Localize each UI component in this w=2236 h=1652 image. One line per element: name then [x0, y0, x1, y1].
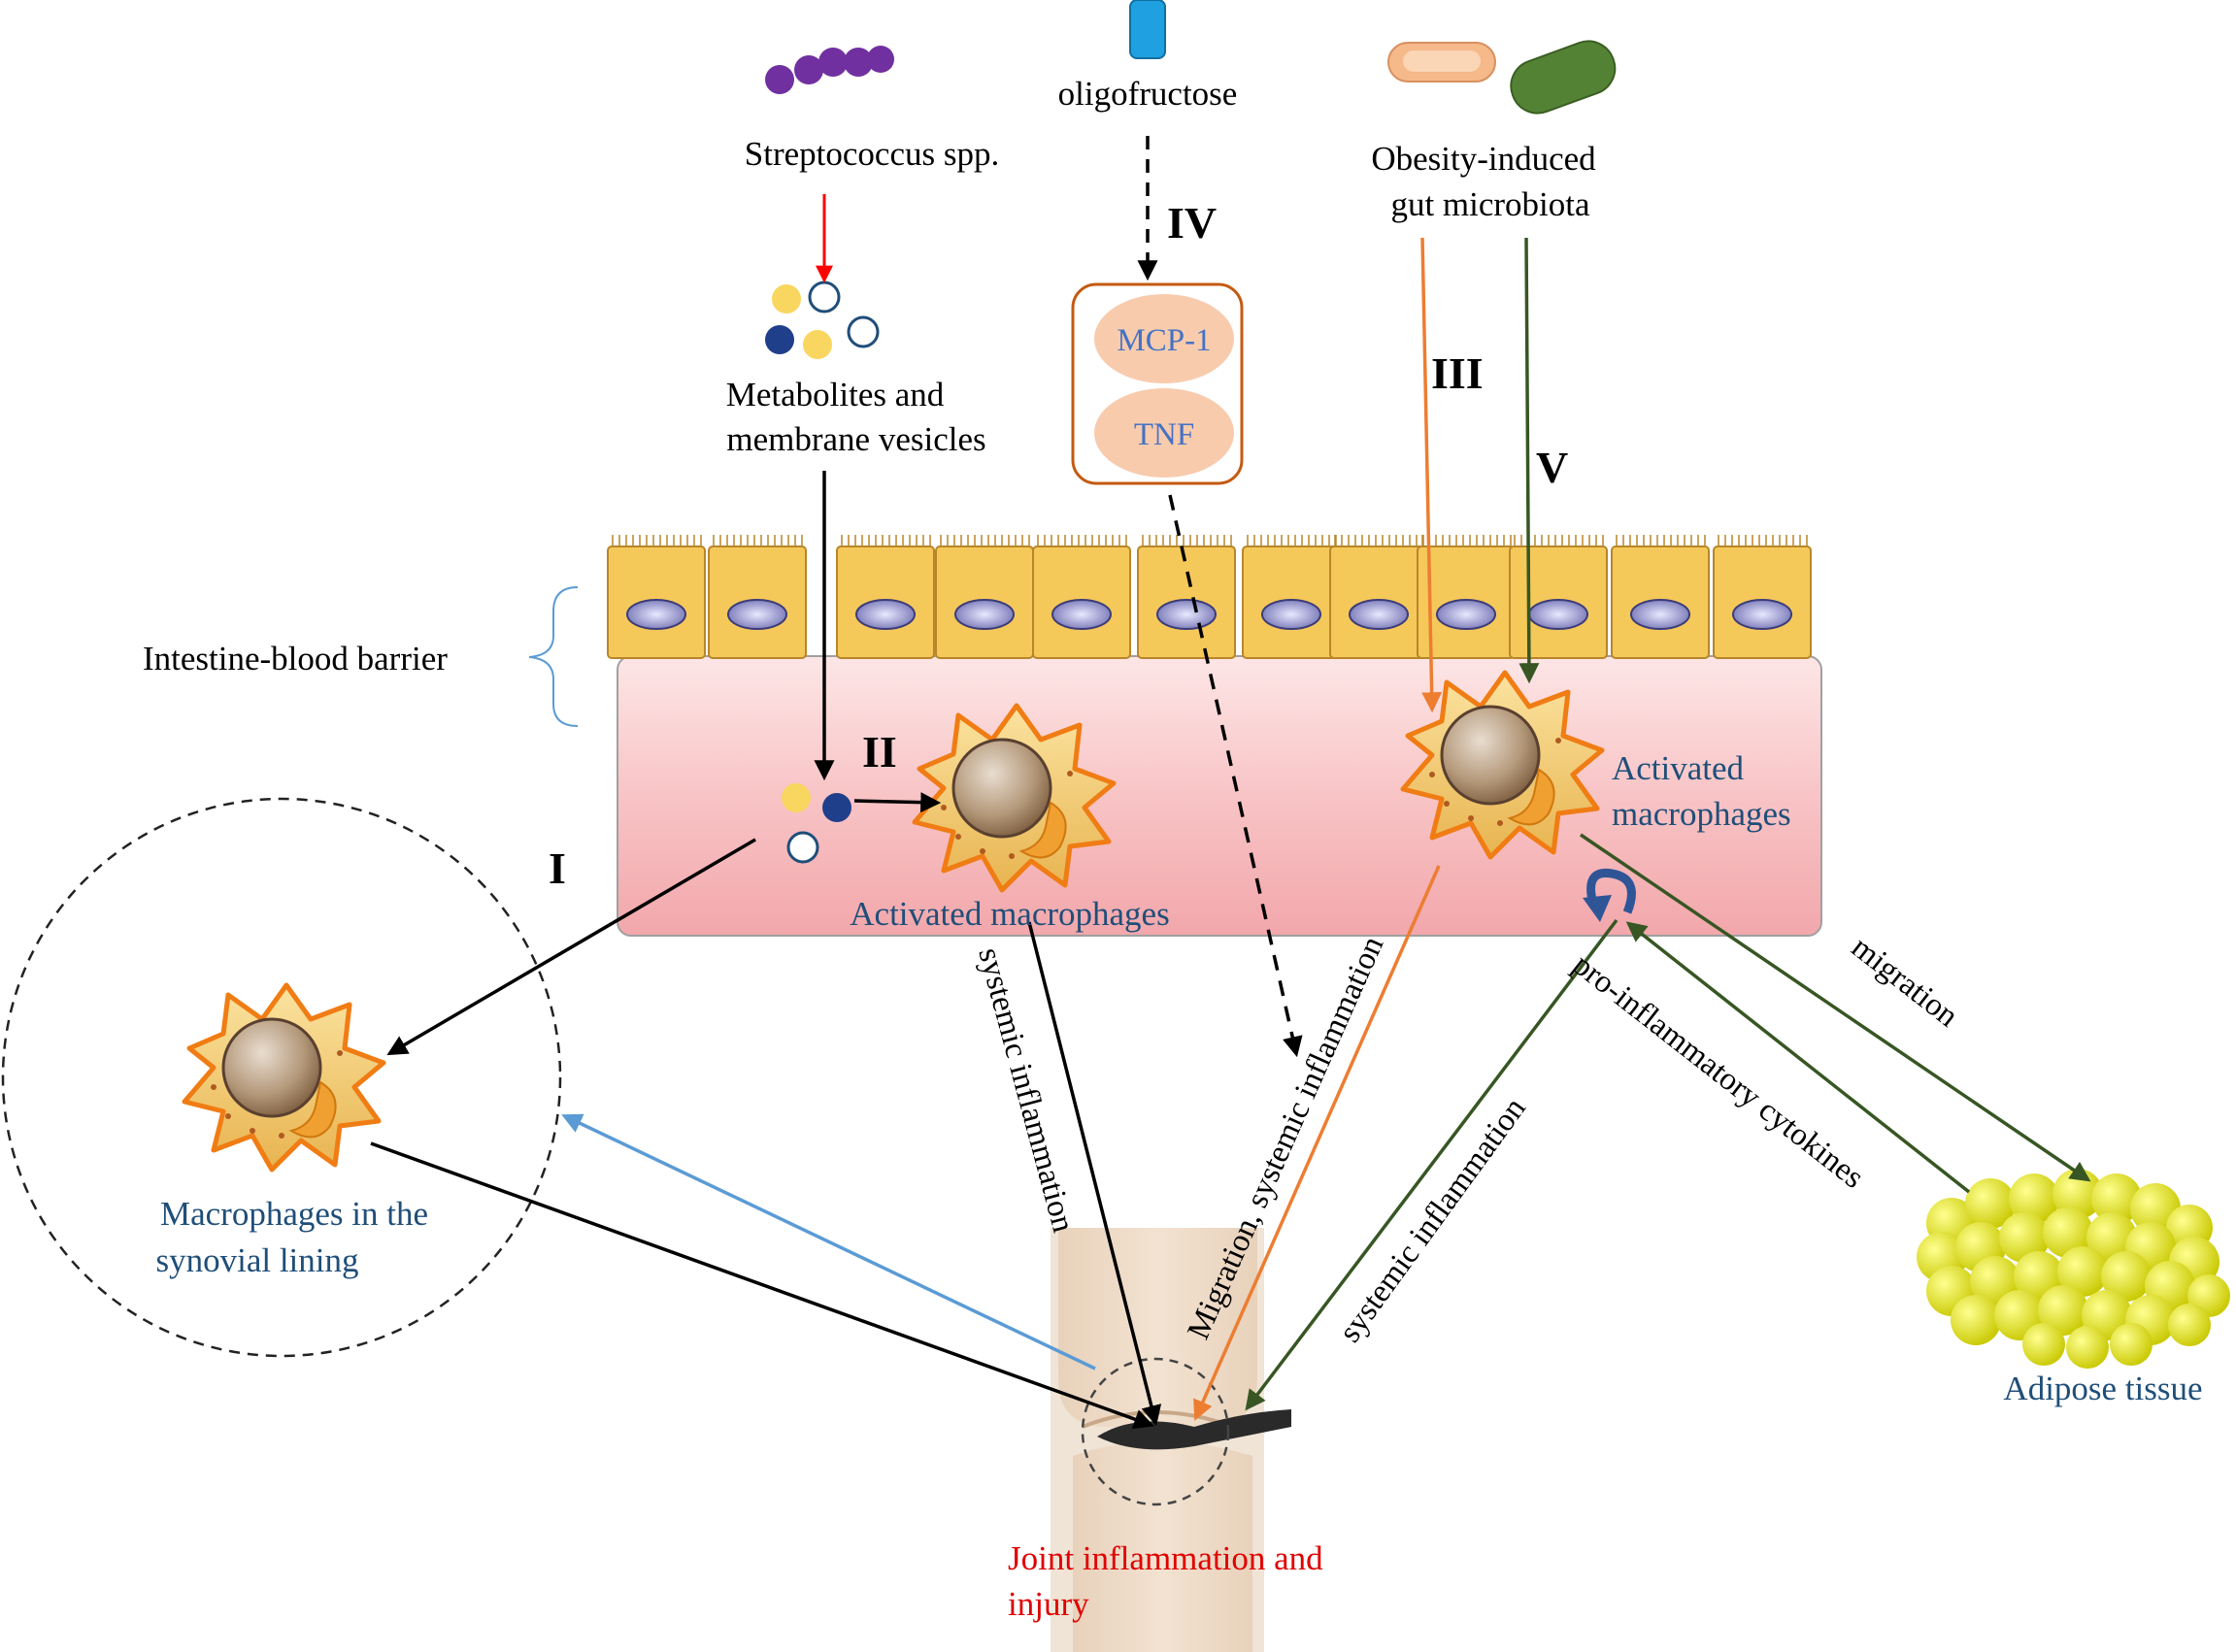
synovial-macrophage [184, 985, 384, 1170]
arrow-left-macrophage-to-joint [1027, 921, 1162, 1427]
arrow-pathway-v [1518, 237, 1540, 684]
cytokine-box [1071, 282, 1244, 485]
streptococcus-icon [765, 46, 894, 94]
arrow-migration-to-adipose [1580, 833, 2091, 1182]
feedback-arrowhead-icon [1583, 895, 1612, 922]
arrow-right-macrophage-to-joint [1193, 865, 1441, 1421]
metabolites-in-vessel-icon [782, 783, 851, 864]
label-activated-right-line2: macrophages [1612, 795, 1791, 833]
label-metabolites-line1: Metabolites and [726, 376, 945, 413]
label-synovial-line1: Macrophages in the [160, 1195, 428, 1233]
arrow-adipose-to-macrophage [1625, 921, 1971, 1194]
arrow-synovial-to-joint [370, 1141, 1154, 1430]
label-tnf: TNF [1134, 417, 1194, 452]
label-obesity-line1: Obesity-induced [1371, 140, 1596, 178]
pathway-label-iii: III [1431, 348, 1484, 398]
arrow-pathway-iii [1420, 237, 1443, 713]
label-systemic-inflammation-1: systemic inflammation [971, 944, 1081, 1237]
label-oligofructose: oligofructose [1058, 75, 1238, 113]
metabolites-icon [765, 281, 880, 359]
label-streptococcus: Streptococcus spp. [745, 135, 999, 173]
pathway-label-ii: II [862, 727, 897, 776]
gut-microbiota-icon [1387, 40, 1617, 115]
label-pro-inflammatory: pro-inflammatory cytokines [1566, 947, 1870, 1196]
label-metabolites-line2: membrane vesicles [726, 420, 985, 458]
synovial-dashed-circle [1, 797, 562, 1358]
arrow-pathway-i [386, 838, 756, 1056]
label-joint-line2: injury [1008, 1585, 1089, 1623]
label-activated-right-line1: Activated [1612, 749, 1745, 787]
label-adipose: Adipose tissue [2003, 1370, 2202, 1407]
label-mcp1: MCP-1 [1117, 323, 1211, 358]
label-obesity-line2: gut microbiota [1390, 185, 1590, 223]
label-migration-systemic: Migration, systemic inflammation [1181, 932, 1390, 1345]
label-barrier: Intestine-blood barrier [143, 640, 448, 677]
adipose-tissue-icon [1917, 1169, 2230, 1369]
oligofructose-icon [1129, 0, 1166, 59]
pathway-label-v: V [1536, 443, 1568, 492]
label-systemic-inflammation-2: systemic inflammation [1332, 1092, 1532, 1349]
arrow-joint-to-synovial [561, 1113, 1096, 1371]
arrow-pathway-ii [853, 792, 942, 813]
arrow-systemic-green-to-joint [1245, 918, 1619, 1411]
intestinal-epithelium [607, 534, 1812, 659]
pathway-label-i: I [549, 843, 566, 893]
pathway-label-iv: IV [1167, 198, 1217, 248]
label-synovial-line2: synovial lining [155, 1241, 358, 1279]
label-migration: migration [1845, 930, 1964, 1034]
joint-dashed-circle [1081, 1357, 1230, 1506]
barrier-bracket [528, 586, 579, 727]
label-activated-left: Activated macrophages [850, 895, 1169, 933]
joint-illustration [1051, 1228, 1291, 1652]
arrow-box-to-joint [1168, 494, 1303, 1058]
feedback-arrow-icon [1586, 868, 1636, 914]
label-joint-line1: Joint inflammation and [1008, 1539, 1323, 1577]
